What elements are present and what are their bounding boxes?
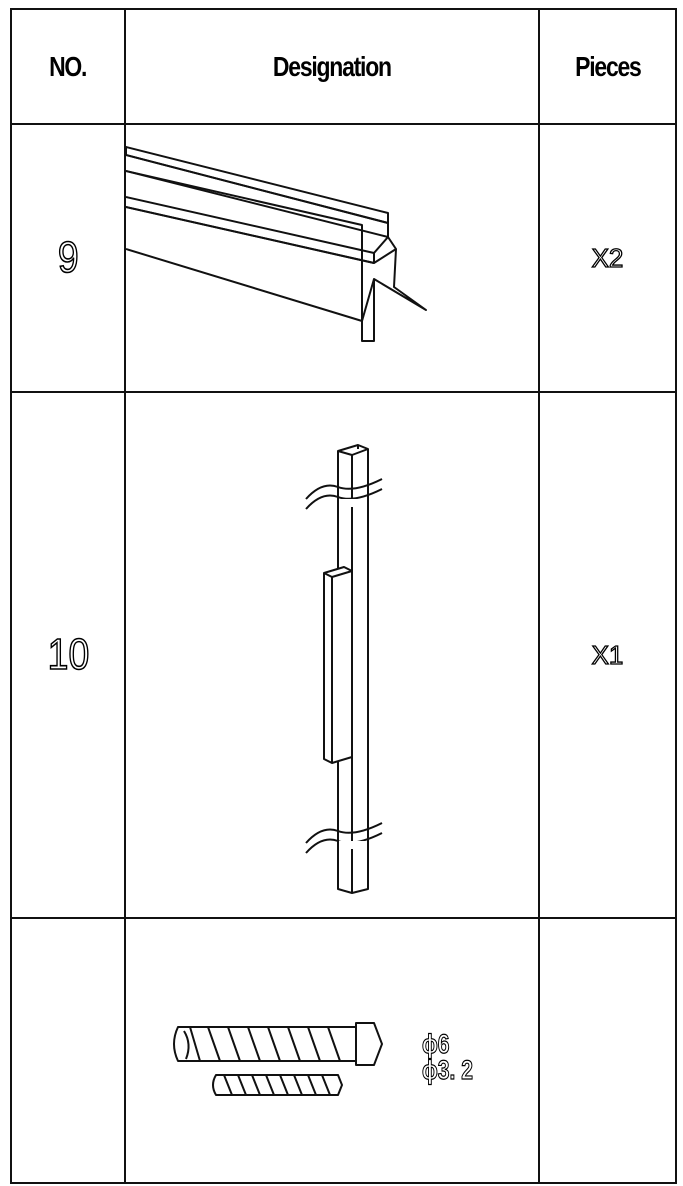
dimension-label: ϕ6 <box>422 1029 450 1059</box>
seal-strip-profile-icon <box>126 146 427 342</box>
parts-table: NO. Designation Pieces 9 X2 <box>10 8 677 1184</box>
row-no-cell: 9 <box>10 123 126 393</box>
header-no: NO. <box>10 8 126 125</box>
row-designation-cell <box>124 391 540 919</box>
header-designation: Designation <box>124 8 540 125</box>
screw-and-wall-plug-icon <box>173 1022 383 1096</box>
header-pieces: Pieces <box>538 8 677 125</box>
row-no-cell <box>10 917 126 1184</box>
dimension-label: ϕ3. 2 <box>422 1055 474 1085</box>
vertical-seal-strip-with-magnet-icon <box>305 444 383 894</box>
row-pieces: X2 <box>591 242 624 273</box>
row-no: 10 <box>47 629 90 680</box>
row-pieces-cell: X2 <box>538 123 677 393</box>
table-header-row: NO. Designation Pieces <box>10 8 677 125</box>
row-no-cell: 10 <box>10 391 126 919</box>
row-pieces-cell: X1 <box>538 391 677 919</box>
table-row: 9 X2 <box>10 123 677 393</box>
table-row: ϕ6 ϕ3. 2 <box>10 917 677 1184</box>
row-designation-cell: ϕ6 ϕ3. 2 <box>124 917 540 1184</box>
row-pieces-cell <box>538 917 677 1184</box>
table-row: 10 X1 <box>10 391 677 919</box>
row-pieces: X1 <box>591 639 624 670</box>
row-designation-cell <box>124 123 540 393</box>
row-no: 9 <box>57 232 79 283</box>
dimension-labels: ϕ6 ϕ3. 2 <box>422 1029 474 1085</box>
